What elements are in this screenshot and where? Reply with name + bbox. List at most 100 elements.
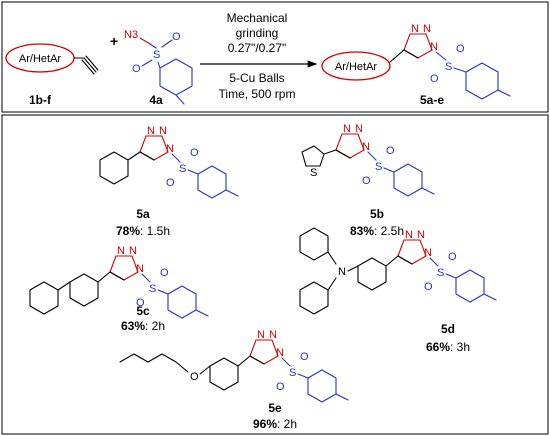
compound-5a-caption: 5a 78%: 1.5h xyxy=(116,207,170,238)
triazole-n-label: N xyxy=(129,245,137,257)
s-aryl-bond xyxy=(297,373,309,379)
scheme-box xyxy=(1,1,549,113)
triazole-n-label: N xyxy=(159,125,167,137)
triazole-n-label: N xyxy=(362,141,370,153)
oxygen-label: O xyxy=(386,145,395,157)
triazole-ring xyxy=(335,133,365,159)
sulfur-label: S xyxy=(445,61,452,73)
yield-value: 83% xyxy=(350,224,374,238)
triazole-n-label: N xyxy=(424,247,432,259)
compound-id: 5b xyxy=(370,207,384,221)
methyl-bond xyxy=(483,293,497,301)
yield-time: 66%: 3h xyxy=(426,340,470,354)
s-aryl-bond xyxy=(445,273,457,279)
sulfur-label: S xyxy=(153,49,160,61)
yield-time: 83%: 2.5h xyxy=(350,224,404,238)
methyl-bond xyxy=(195,309,209,317)
triazole-n-label: N xyxy=(269,329,277,341)
sulfur-label: S xyxy=(179,163,186,175)
time-value: : 2h xyxy=(277,417,297,431)
tolyl-ring xyxy=(393,163,423,197)
triazole-bond xyxy=(335,149,351,159)
oxygen-label: O xyxy=(136,297,145,309)
thiophene-s-label: S xyxy=(310,167,317,179)
sulfur-label: S xyxy=(437,267,444,279)
compound-id: 5c xyxy=(136,304,150,318)
oxygen-label: O xyxy=(172,31,181,43)
oxygen-label: O xyxy=(456,43,465,55)
compound-5c-caption: 5c 63%: 2h xyxy=(121,304,165,333)
yield-value: 96% xyxy=(253,417,277,431)
yield-time: 78%: 1.5h xyxy=(116,224,170,238)
reactant-alkyne: Ar/HetAr xyxy=(5,43,99,75)
methyl-bond xyxy=(421,187,435,195)
s-aryl-bond xyxy=(157,289,169,295)
triazole-n-label: N xyxy=(405,229,413,241)
azide-label: N3 xyxy=(124,29,138,41)
carbazole-n-label: N xyxy=(338,266,346,278)
oxygen-label: O xyxy=(448,251,457,263)
triazole-n-label: N xyxy=(343,123,351,135)
triazole-ring xyxy=(109,255,139,281)
compound-5d-caption: 5d 66%: 3h xyxy=(426,322,470,354)
reactant1-label: 1b-f xyxy=(29,93,52,107)
oxygen-label: O xyxy=(132,63,141,75)
condition-line-3: 0.27"/0.27" xyxy=(228,41,287,55)
condition-line-1: Mechanical xyxy=(227,11,288,25)
condition-line-4: 5-Cu Balls xyxy=(229,71,284,85)
triazole-n-label: N xyxy=(423,23,431,35)
time-value: : 1.5h xyxy=(140,224,170,238)
triazole-n-label: N xyxy=(355,123,363,135)
triazole-bond xyxy=(249,355,265,365)
tolyl-ring xyxy=(197,165,227,199)
product-general: Ar/HetAr N N N S O O xyxy=(321,23,511,100)
plus-sign: + xyxy=(110,33,118,49)
yield-time: 96%: 2h xyxy=(253,417,297,431)
sulfur-label: S xyxy=(149,283,156,295)
triazole-ring xyxy=(249,339,279,365)
s-aryl-bond xyxy=(187,169,199,175)
time-value: : 2h xyxy=(145,319,165,333)
triazole-ring xyxy=(397,239,427,265)
n-s-bond xyxy=(171,153,181,163)
oxygen-label: O xyxy=(424,281,433,293)
oxygen-label: O xyxy=(166,177,175,189)
condition-line-2: grinding xyxy=(236,26,279,40)
oxygen-label: O xyxy=(190,147,199,159)
sulfur-label: S xyxy=(289,367,296,379)
compound-5b-caption: 5b 83%: 2.5h xyxy=(350,207,404,238)
compound-id: 5a xyxy=(136,207,150,221)
yield-value: 78% xyxy=(116,224,140,238)
time-value: : 2.5h xyxy=(374,224,404,238)
triazole-n-label: N xyxy=(117,245,125,257)
yield-value: 66% xyxy=(426,340,450,354)
triazole-n-label: N xyxy=(411,23,419,35)
triazole-bond xyxy=(397,255,413,265)
compound-5e-caption: 5e 96%: 2h xyxy=(253,401,297,431)
triazole-bond xyxy=(109,271,125,281)
n-s-bond xyxy=(141,273,151,283)
triazole-n-label: N xyxy=(276,347,284,359)
time-value: : 3h xyxy=(450,340,470,354)
triazole-bond xyxy=(139,151,155,161)
products-box xyxy=(1,114,549,435)
product-ar-hetar-label: Ar/HetAr xyxy=(335,61,378,73)
oxygen-label: O xyxy=(300,351,309,363)
triazole-n-label: N xyxy=(166,143,174,155)
methyl-bond xyxy=(335,393,349,401)
methyl-bond xyxy=(225,189,239,197)
triazole-n-label: N xyxy=(417,229,425,241)
triazole-n-label: N xyxy=(257,329,265,341)
compound-id: 5d xyxy=(441,322,455,336)
compound-id: 5e xyxy=(268,401,282,415)
oxygen-label: O xyxy=(276,381,285,393)
triazole-n-label: N xyxy=(430,41,438,53)
